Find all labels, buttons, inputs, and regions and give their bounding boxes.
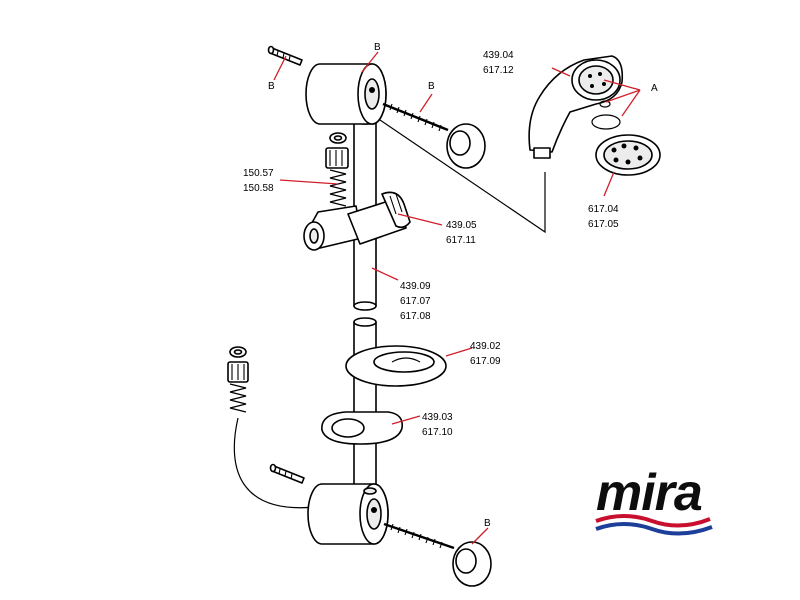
callout-soap-dish-1: 439.02 — [470, 341, 501, 352]
top-wall-plug — [267, 45, 303, 66]
callout-slider-1: 439.05 — [446, 220, 477, 231]
lower-hose-line — [233, 417, 331, 509]
callout-rail-3: 617.08 — [400, 311, 431, 322]
bottom-cover-cap — [452, 541, 492, 587]
callout-b-top-screw: B — [428, 81, 435, 92]
callout-ring-1: 439.03 — [422, 412, 453, 423]
bottom-wall-plug — [269, 463, 305, 484]
top-wall-bracket — [305, 63, 387, 125]
callout-a-handset: A — [651, 83, 658, 94]
handset-o-rings — [591, 100, 621, 130]
callout-hose-1: 150.57 — [243, 168, 274, 179]
callout-spray-plate-1: 617.04 — [588, 204, 619, 215]
callout-b-top-pin: B — [268, 81, 275, 92]
soap-dish — [345, 345, 447, 387]
shower-handset — [528, 55, 624, 159]
hose-lower-nut — [227, 361, 249, 413]
callout-handset-2: 617.12 — [483, 65, 514, 76]
spray-plate — [595, 134, 661, 176]
bottom-screw — [383, 522, 455, 550]
callout-b-bottom-cap: B — [484, 518, 491, 529]
callout-hose-2: 150.58 — [243, 183, 274, 194]
callout-b-top-bracket: B — [374, 42, 381, 53]
callout-spray-plate-2: 617.05 — [588, 219, 619, 230]
bottom-wall-bracket — [307, 483, 389, 545]
logo-wave-red — [595, 514, 711, 528]
hose-upper-nut — [325, 147, 349, 207]
top-screw — [382, 102, 449, 132]
mira-logo-text: mira — [596, 464, 702, 522]
leader-lines — [273, 51, 641, 545]
hose-lower-washer — [229, 346, 247, 358]
callout-ring-2: 617.10 — [422, 427, 453, 438]
callout-soap-dish-2: 617.09 — [470, 356, 501, 367]
callout-slider-2: 617.11 — [446, 235, 476, 246]
rail-ring — [321, 411, 404, 445]
callout-labels: B B B A 439.04 617.12 617.04 617.05 150.… — [243, 42, 658, 529]
logo-wave-blue — [595, 522, 713, 536]
slider-holder — [303, 191, 411, 251]
callout-rail-1: 439.09 — [400, 281, 431, 292]
callout-rail-2: 617.07 — [400, 296, 431, 307]
hose-top-washer — [329, 132, 347, 144]
top-cover-cap — [446, 123, 486, 169]
mira-logo: mira — [595, 464, 713, 536]
hose-route-line — [379, 119, 546, 234]
callout-handset-1: 439.04 — [483, 50, 514, 61]
